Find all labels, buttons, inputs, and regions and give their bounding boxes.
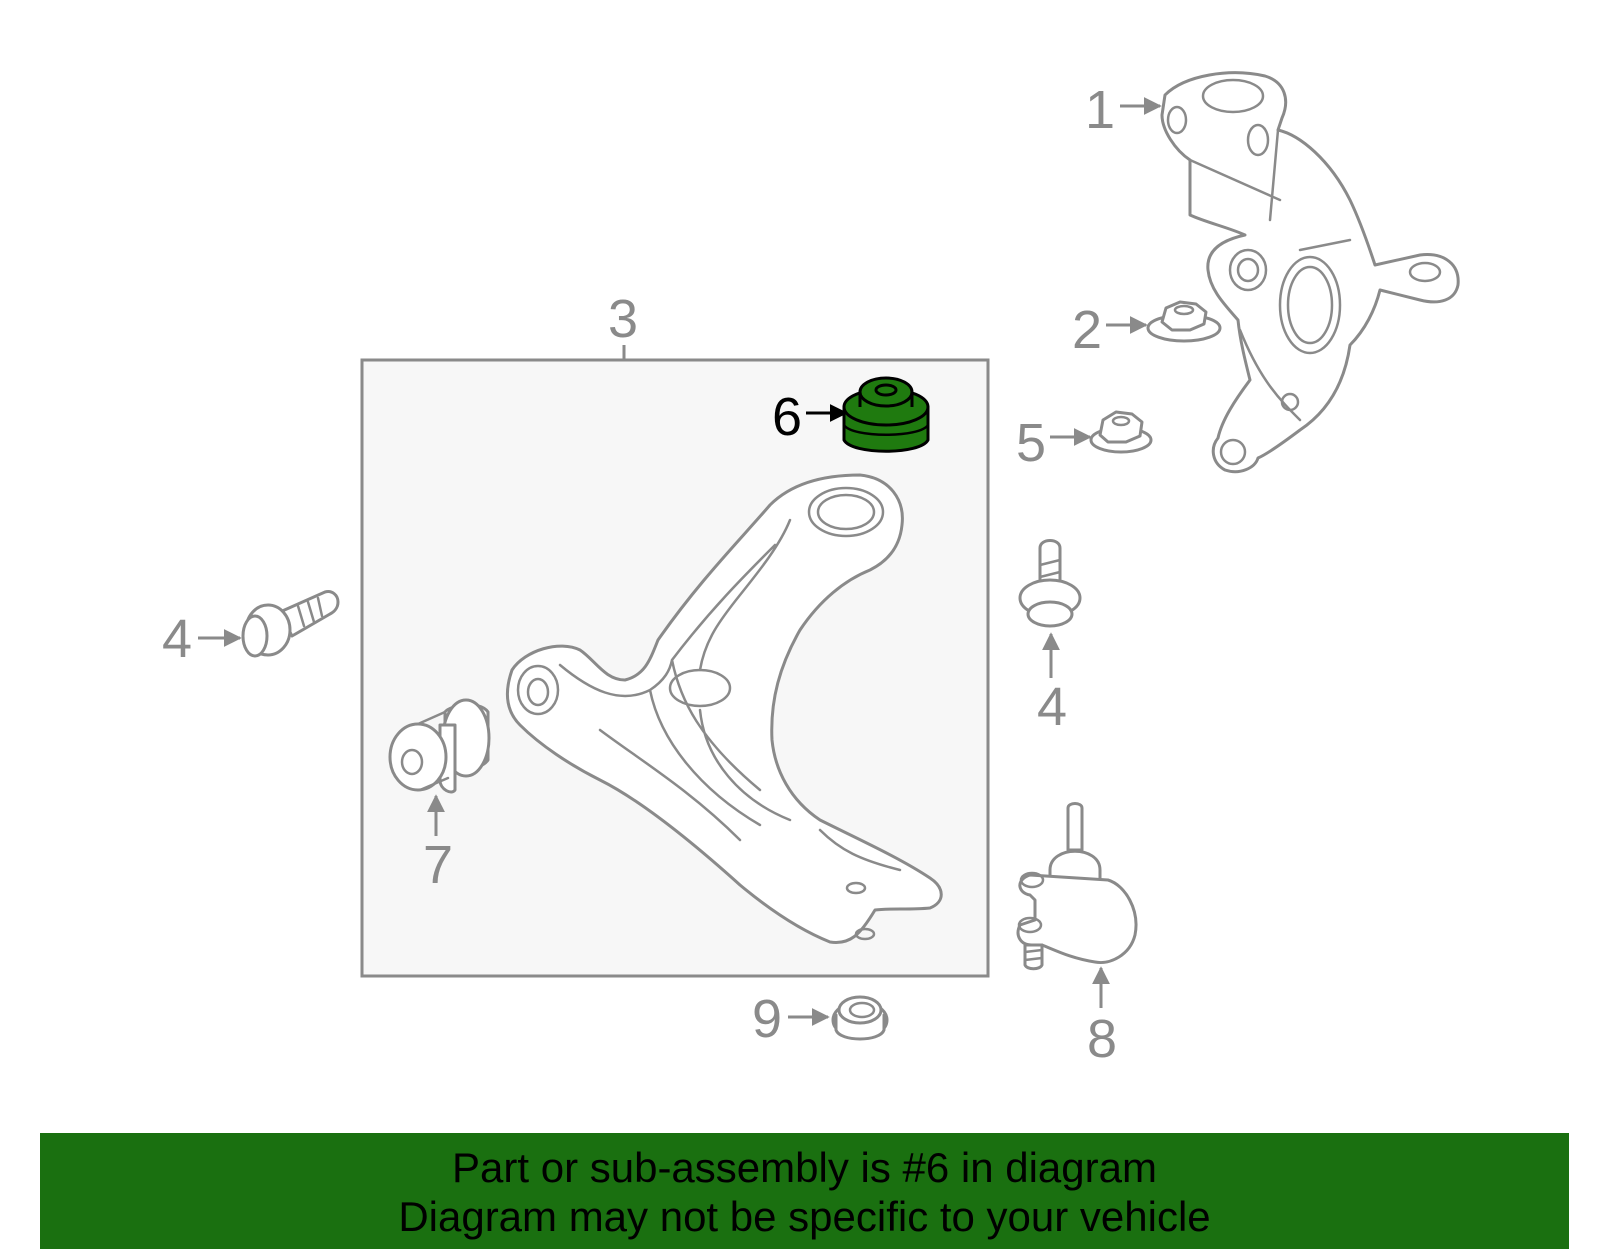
callout-4-left: 4 — [162, 609, 192, 669]
bushing-6-highlighted[interactable] — [842, 376, 930, 453]
callout-3: 3 — [608, 289, 638, 349]
callout-5: 5 — [1016, 413, 1046, 473]
bolt-4-right — [1018, 539, 1082, 628]
callout-4-right: 4 — [1037, 677, 1067, 737]
banner-line-2: Diagram may not be specific to your vehi… — [398, 1193, 1211, 1240]
flange-nut-2 — [1146, 300, 1222, 343]
callout-6[interactable]: 6 — [772, 387, 802, 447]
callout-1: 1 — [1085, 80, 1115, 140]
steering-knuckle — [1160, 71, 1460, 474]
callout-9: 9 — [752, 989, 782, 1049]
callout-8: 8 — [1087, 1009, 1117, 1069]
ball-joint — [1016, 802, 1138, 971]
banner-line-1: Part or sub-assembly is #6 in diagram — [452, 1144, 1157, 1191]
lower-control-arm — [506, 473, 943, 945]
flange-nut-5 — [1089, 410, 1153, 454]
callout-7: 7 — [423, 835, 453, 895]
bolt-4-left — [241, 590, 340, 658]
callout-2: 2 — [1072, 300, 1102, 360]
bushing-7 — [388, 698, 491, 794]
nut-9 — [831, 995, 889, 1041]
info-banner: Part or sub-assembly is #6 in diagram Di… — [40, 1133, 1569, 1249]
